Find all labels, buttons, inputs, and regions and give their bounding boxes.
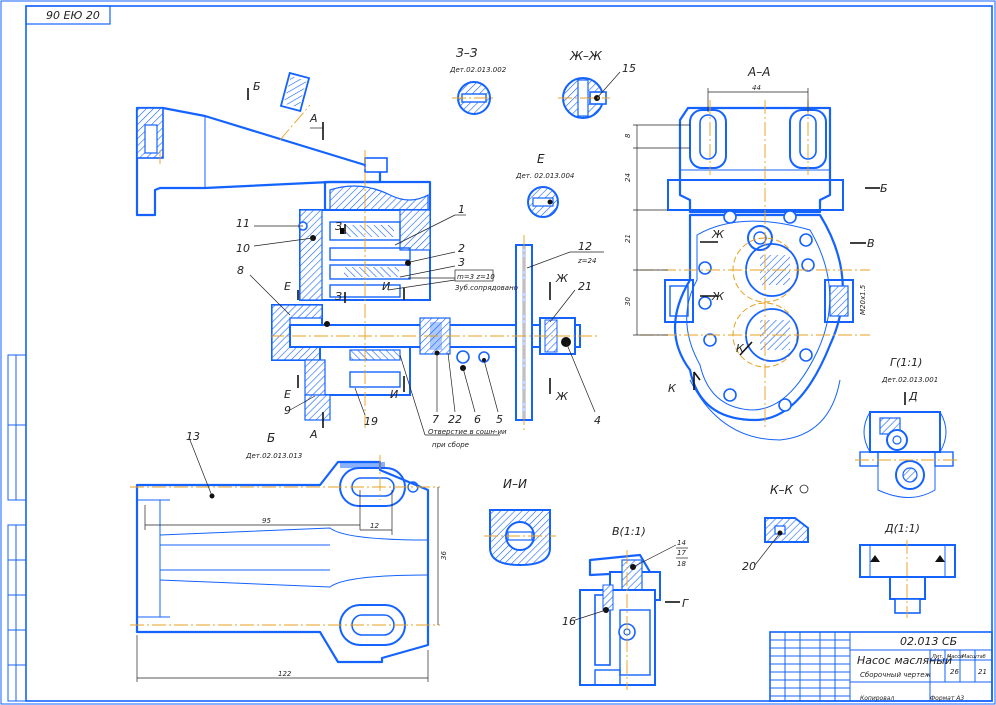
view-letter-zh-aa-top: Ж	[711, 228, 725, 241]
title-format: Формат А3	[930, 695, 964, 702]
section-zh-title: Ж–Ж	[569, 49, 603, 63]
gear-note: m=3 z=10	[457, 273, 495, 281]
balloon-1: 1	[458, 203, 465, 216]
balloon-8: 8	[237, 264, 244, 277]
balloon-22: 22	[448, 413, 462, 426]
title-litera: Лит.	[931, 654, 944, 660]
view-letter-g: Г	[682, 597, 689, 610]
balloon-4: 4	[594, 414, 601, 427]
section-e-title: Е	[537, 152, 545, 166]
sheet-code-rotated: 90 ЕЮ 20	[46, 9, 100, 22]
view-letter-z-top: З	[335, 220, 342, 233]
hole-note-2: при сборе	[432, 441, 469, 449]
dim-30: 30	[624, 297, 632, 306]
view-g-title: Г(1:1)	[890, 356, 922, 369]
section-z3: З–З Дет.02.013.002	[449, 46, 507, 115]
balloon-14: 14	[677, 539, 686, 547]
section-kk: К–К 20	[742, 483, 809, 573]
dim-95: 95	[262, 517, 271, 525]
title-name-1: Насос масляный	[857, 654, 952, 667]
view-v-title: В(1:1)	[612, 525, 646, 538]
view-letter-zh-bottom: Ж	[555, 390, 569, 403]
title-copied: Копировал	[860, 695, 894, 702]
view-b-title: Б	[267, 431, 275, 445]
view-letter-zh-top: Ж	[555, 272, 569, 285]
view-letter-b-right: Б	[880, 182, 888, 195]
balloon-13: 13	[186, 430, 200, 443]
view-letter-a-bottom: А	[309, 428, 318, 441]
title-sheet-no: 26	[950, 668, 959, 676]
thread-note: M20x1.5	[859, 284, 867, 315]
view-letter-b-top: Б	[253, 80, 261, 93]
view-letter-i-bottom: И	[390, 388, 398, 401]
sprocket-note: z=24	[577, 257, 596, 265]
view-letter-zh-aa-bottom: Ж	[711, 290, 725, 303]
view-g-sub: Дет.02.013.001	[881, 376, 938, 384]
section-kk-title: К–К	[770, 483, 794, 497]
balloon-16: 16	[562, 615, 576, 628]
gear-note-sub: Зуб.сопрядовано	[455, 284, 518, 292]
title-block: 02.013 СБ Насос масляный Сборочный черте…	[769, 631, 993, 702]
dim-36: 36	[440, 551, 448, 560]
balloon-18: 18	[677, 560, 686, 568]
title-name-2: Сборочный чертеж	[860, 671, 931, 679]
section-ii: И–И	[484, 477, 556, 567]
view-aa: А–А M20x1.5	[624, 65, 888, 441]
balloon-9: 9	[284, 404, 291, 417]
dim-12: 12	[370, 522, 379, 530]
section-e: Е Дет. 02.013.004	[515, 152, 574, 218]
view-b-sub: Дет.02.013.013	[245, 452, 302, 460]
balloon-10: 10	[236, 242, 250, 255]
dim-24: 24	[624, 173, 632, 182]
view-letter-e-top: Е	[284, 280, 291, 293]
hole-note-1: Отверстие в сошн-ии	[428, 428, 507, 436]
section-zh: Ж–Ж 15	[558, 49, 636, 119]
section-z3-title: З–З	[456, 46, 478, 60]
view-letter-z-bottom: З	[335, 290, 342, 303]
view-v: В(1:1) 14 17 18 16 Г	[562, 525, 689, 690]
dim-44: 44	[752, 84, 761, 92]
balloon-19: 19	[364, 415, 378, 428]
dim-21: 21	[624, 234, 632, 243]
balloon-12: 12	[578, 240, 592, 253]
view-letter-e-bottom: Е	[284, 388, 291, 401]
balloon-7: 7	[432, 413, 439, 426]
balloon-3: 3	[458, 256, 465, 269]
view-letter-k-top: К	[736, 342, 745, 355]
view-letter-k-bottom: К	[668, 382, 677, 395]
view-b: Б Дет.02.013.013 95 12 122 36 1	[130, 430, 448, 682]
title-sheets: 21	[978, 668, 987, 676]
view-letter-v: В	[867, 237, 875, 250]
title-mass: Масса	[947, 654, 963, 660]
balloon-6: 6	[474, 413, 481, 426]
section-ii-title: И–И	[503, 477, 527, 491]
view-g: Г(1:1) Дет.02.013.001 Д	[855, 356, 960, 498]
view-d: Д(1:1)	[859, 522, 956, 618]
balloon-21: 21	[578, 280, 592, 293]
balloon-15: 15	[622, 62, 636, 75]
balloon-20: 20	[742, 560, 756, 573]
view-letter-a-top: А	[309, 112, 318, 125]
main-section-view: Б А А Е Е И И З З Ж Ж 1 2 3 10 11 8	[135, 71, 604, 449]
section-z3-sub: Дет.02.013.002	[449, 66, 507, 74]
balloon-5: 5	[496, 413, 503, 426]
title-doc-code: 02.013 СБ	[900, 635, 957, 648]
dim-8: 8	[624, 133, 632, 138]
balloon-2: 2	[458, 242, 465, 255]
view-aa-title: А–А	[747, 65, 770, 79]
title-scale: Масштаб	[962, 654, 986, 660]
balloon-17: 17	[677, 549, 686, 557]
view-letter-i-top: И	[382, 280, 390, 293]
dim-122: 122	[278, 670, 292, 678]
balloon-11: 11	[236, 217, 250, 230]
section-e-sub: Дет. 02.013.004	[515, 172, 574, 180]
view-letter-d: Д	[908, 390, 918, 403]
view-d-title: Д(1:1)	[884, 522, 920, 535]
